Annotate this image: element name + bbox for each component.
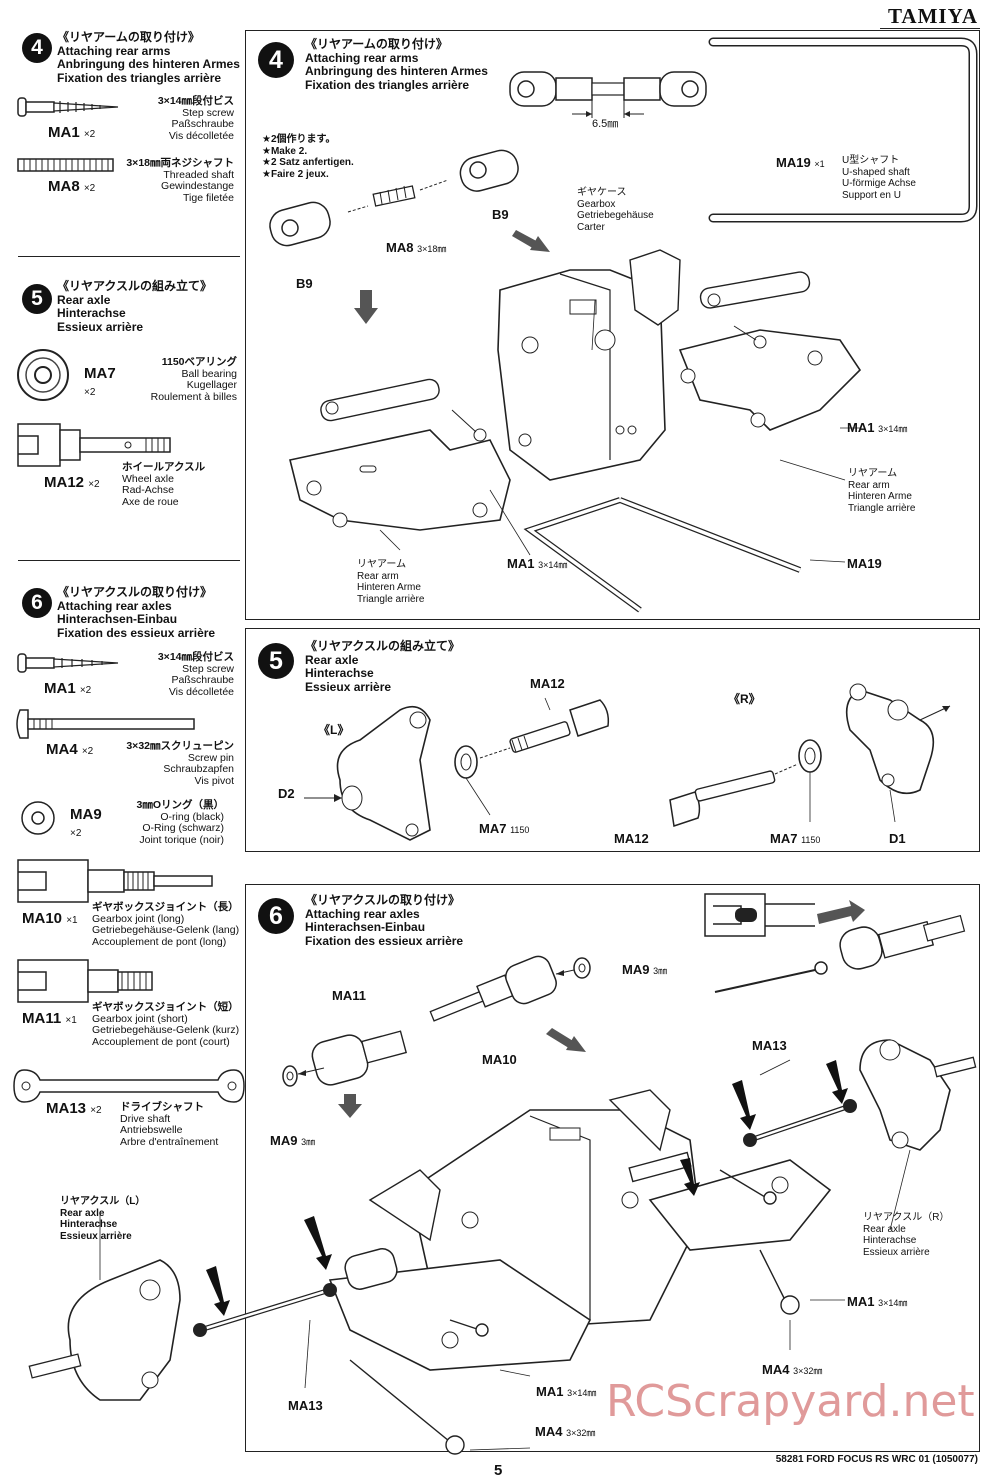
panel5-ma7-right: MA7 1150	[770, 831, 821, 846]
sidebar-part-ma1: MA1 ×2	[48, 124, 96, 141]
drive-shaft-icon	[13, 1069, 245, 1103]
sidebar-part-ma10-desc: ギヤボックスジョイント（長） Gearbox joint (long) Getr…	[92, 901, 240, 948]
wheel-axle-icon	[17, 423, 171, 467]
brand-logo: TAMIYA	[887, 4, 978, 28]
panel4-dimension: 6.5㎜	[592, 118, 619, 130]
panel6-ma4-right: MA4 3×32㎜	[762, 1362, 823, 1377]
panel6-rear-axle-r: リヤアクスル（R） Rear axle Hinterachse Essieux …	[863, 1212, 950, 1258]
title-de: Anbringung des hinteren Armes	[57, 57, 240, 71]
sidebar-part-ma13: MA13 ×2	[46, 1100, 102, 1117]
panel5-ma12-bottom: MA12	[614, 831, 649, 846]
sidebar-part-ma1-desc: 3×14㎜段付ビス Step screw Paßschraube Vis déc…	[157, 651, 234, 698]
rod-end-assembly-diagram	[509, 71, 707, 118]
sidebar-step6-title: 《リヤアクスルの取り付け》 Attaching rear axles Hinte…	[57, 585, 216, 640]
rear-axle-assembly-diagram	[304, 683, 951, 841]
sidebar-part-ma4-desc: 3×32㎜スクリューピン Screw pin Schraubzapfen Vis…	[126, 740, 234, 787]
title-fr: Fixation des triangles arrière	[57, 70, 222, 85]
panel5-ma12-top: MA12	[530, 676, 565, 691]
step-screw-icon	[17, 653, 119, 673]
watermark: RCScrapyard.net	[606, 1376, 975, 1427]
panel6-ma10: MA10	[482, 1052, 517, 1067]
panel4-make2-note: ★2個作ります。 ★Make 2. ★2 Satz anfertigen. ★F…	[262, 134, 354, 180]
sidebar-part-ma10: MA10 ×1	[22, 910, 78, 927]
joint-detail-inset	[704, 893, 966, 993]
panel6-ma9-left: MA9 3㎜	[270, 1133, 316, 1148]
sidebar-step4-number: 4	[22, 33, 52, 63]
panel4-ma19-label: MA19 ×1	[776, 155, 825, 170]
panel-step5	[245, 628, 980, 852]
panel4-step-number: 4	[258, 42, 294, 78]
panel6-rear-axle-l: リヤアクスル（L） Rear axle Hinterachse Essieux …	[60, 1196, 146, 1242]
panel4-b9-left: B9	[296, 276, 313, 291]
sidebar-part-ma13-desc: ドライブシャフト Drive shaft Antriebswelle Arbre…	[120, 1101, 219, 1148]
panel5-ma7-left: MA7 1150	[479, 821, 530, 836]
sidebar-part-ma7-desc: 1150ベアリング Ball bearing Kugellager Roulem…	[150, 356, 237, 403]
panel5-right-label: 《R》	[728, 692, 761, 706]
panel4-ma1-bottom: MA1 3×14㎜	[507, 556, 568, 571]
panel-step6	[245, 884, 980, 1452]
sidebar-divider	[18, 560, 240, 561]
sidebar-part-ma11: MA11 ×1	[22, 1010, 77, 1027]
panel6-step-number: 6	[258, 898, 294, 934]
panel4-ma19-desc: U型シャフト U-shaped shaft U-förmige Achse Su…	[842, 155, 916, 201]
rear-axle-chassis-assembly-diagram	[28, 1028, 977, 1455]
panel6-ma1-bottom: MA1 3×14㎜	[536, 1384, 597, 1399]
panel4-gearbox-label: ギヤケース Gearbox Getriebegehäuse Carter	[577, 187, 654, 233]
panel4-ma8-label: MA8 3×18㎜	[386, 240, 447, 255]
gearbox-joint-short-icon	[17, 959, 153, 1003]
ball-bearing-icon	[17, 349, 69, 401]
gearbox-arm-assembly-diagram	[289, 230, 862, 613]
header-rule	[880, 28, 980, 29]
title-en: Attaching rear arms	[57, 43, 171, 58]
sidebar-part-ma12-desc: ホイールアクスル Wheel axle Rad-Achse Axe de rou…	[122, 461, 206, 508]
title-jp: 《リヤアームの取り付け》	[57, 30, 200, 44]
sidebar-step4-title: 《リヤアームの取り付け》 Attaching rear arms Anbring…	[57, 30, 240, 85]
screw-pin-icon	[16, 709, 195, 739]
panel4-rear-arm-right: リヤアーム Rear arm Hinteren Arme Triangle ar…	[848, 468, 916, 514]
panel5-d2: D2	[278, 786, 295, 801]
panel6-ma9-top: MA9 3㎜	[622, 962, 668, 977]
footer-model-line: 58281 FORD FOCUS RS WRC 01 (1050077)	[775, 1454, 978, 1465]
panel6-ma4-bottom: MA4 3×32㎜	[535, 1424, 596, 1439]
panel5-title: 《リヤアクスルの組み立て》 Rear axle Hinterachse Essi…	[305, 639, 461, 694]
panel4-ma19-bottom: MA19	[847, 556, 882, 571]
gearbox-joint-explode-diagram	[429, 955, 591, 1022]
step-screw-icon	[17, 97, 119, 117]
panel4-ma1-right: MA1 3×14㎜	[847, 420, 908, 435]
panel4-title: 《リヤアームの取り付け》 Attaching rear arms Anbring…	[305, 37, 488, 92]
sidebar-part-ma12: MA12 ×2	[44, 474, 100, 491]
gearbox-joint-long-icon	[17, 859, 213, 903]
panel5-left-label: 《L》	[318, 723, 350, 737]
sidebar-part-ma8: MA8 ×2	[48, 178, 96, 195]
panel5-d1: D1	[889, 831, 906, 846]
panel4-rear-arm-left: リヤアーム Rear arm Hinteren Arme Triangle ar…	[357, 559, 425, 605]
sidebar-part-ma1: MA1 ×2	[44, 680, 92, 697]
sidebar-part-ma11-desc: ギヤボックスジョイント（短） Gearbox joint (short) Get…	[92, 1001, 240, 1048]
panel6-ma1-right: MA1 3×14㎜	[847, 1294, 908, 1309]
panel5-step-number: 5	[258, 643, 294, 679]
sidebar-step6-number: 6	[22, 588, 52, 618]
sidebar-part-ma7: MA7×2	[84, 365, 116, 398]
panel6-ma13-bottom: MA13	[288, 1398, 323, 1413]
sidebar-part-ma1-desc: 3×14㎜段付ビス Step screw Paßschraube Vis déc…	[157, 95, 234, 142]
rod-end-explode-diagram	[269, 149, 519, 247]
short-joint-explode-diagram	[282, 1030, 408, 1118]
panel6-ma13-top: MA13	[752, 1038, 787, 1053]
threaded-shaft-icon	[17, 158, 114, 172]
sidebar-divider	[18, 256, 240, 257]
sidebar-part-ma4: MA4 ×2	[46, 741, 94, 758]
panel-step4	[245, 30, 980, 620]
u-shaped-shaft-diagram	[708, 37, 978, 223]
sidebar-part-ma9: MA9×2	[70, 806, 102, 839]
o-ring-icon	[21, 801, 55, 835]
panel4-b9-top: B9	[492, 207, 509, 222]
panel6-ma11: MA11	[332, 988, 366, 1003]
sidebar-part-ma9-desc: 3㎜Oリング（黒） O-ring (black) O-Ring (schwarz…	[136, 799, 224, 846]
sidebar-part-ma8-desc: 3×18㎜両ネジシャフト Threaded shaft Gewindestang…	[126, 157, 234, 204]
panel6-title: 《リヤアクスルの取り付け》 Attaching rear axles Hinte…	[305, 893, 464, 948]
sidebar-step5-title: 《リヤアクスルの組み立て》 Rear axle Hinterachse Essi…	[57, 279, 213, 334]
page-number: 5	[494, 1462, 503, 1479]
sidebar-step5-number: 5	[22, 284, 52, 314]
